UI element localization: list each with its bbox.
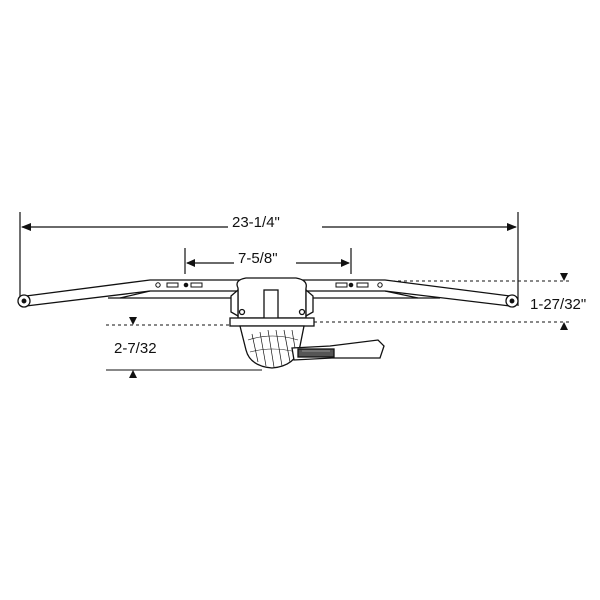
arm-height-dimension: [314, 273, 572, 330]
housing-screw-left: [238, 308, 246, 316]
mount-hole-left-outer: [155, 282, 161, 288]
arm-right-stiffener: [384, 290, 419, 299]
housing-base-plate: [229, 317, 315, 327]
housing-right-flange: [305, 288, 314, 318]
gear-case: [239, 325, 305, 369]
mount-hole-left-inner: [183, 282, 189, 288]
mount-slot-left-2: [190, 282, 203, 288]
mount-slot-left-1: [166, 282, 179, 288]
right-pivot-hole: [509, 298, 515, 304]
operator-depth-dimension: [106, 317, 262, 378]
arm-left-stiffener: [119, 290, 151, 299]
center-span-dimension: [184, 248, 352, 274]
height-top-arrowhead: [560, 273, 568, 281]
gear-case-hatching: [251, 329, 297, 368]
left-pivot-hole: [21, 298, 27, 304]
housing-center-post: [263, 289, 279, 321]
mount-hole-right-outer: [377, 282, 383, 288]
center-left-arrowhead: [186, 259, 195, 267]
mount-hole-right-inner: [348, 282, 354, 288]
housing-screw-right: [298, 308, 306, 316]
mounting-slots: [155, 282, 383, 288]
overall-length-label: 23-1/4": [232, 214, 280, 232]
overall-right-arrowhead: [507, 223, 517, 231]
center-span-label: 7-5/8": [238, 250, 278, 268]
handle-grip: [297, 348, 335, 358]
overall-length-dimension: [19, 212, 519, 306]
operator-housing: [229, 277, 315, 369]
arm-height-label: 1-27/32": [530, 296, 587, 314]
center-right-arrowhead: [341, 259, 350, 267]
housing-left-flange: [230, 288, 239, 318]
mount-slot-right-1: [335, 282, 348, 288]
height-bottom-arrowhead: [560, 322, 568, 330]
depth-bottom-arrowhead: [129, 370, 137, 378]
overall-left-arrowhead: [21, 223, 31, 231]
crank-handle: [291, 339, 385, 361]
operator-depth-label: 2-7/32: [114, 340, 157, 358]
depth-top-arrowhead: [129, 317, 137, 325]
mount-slot-right-2: [356, 282, 369, 288]
